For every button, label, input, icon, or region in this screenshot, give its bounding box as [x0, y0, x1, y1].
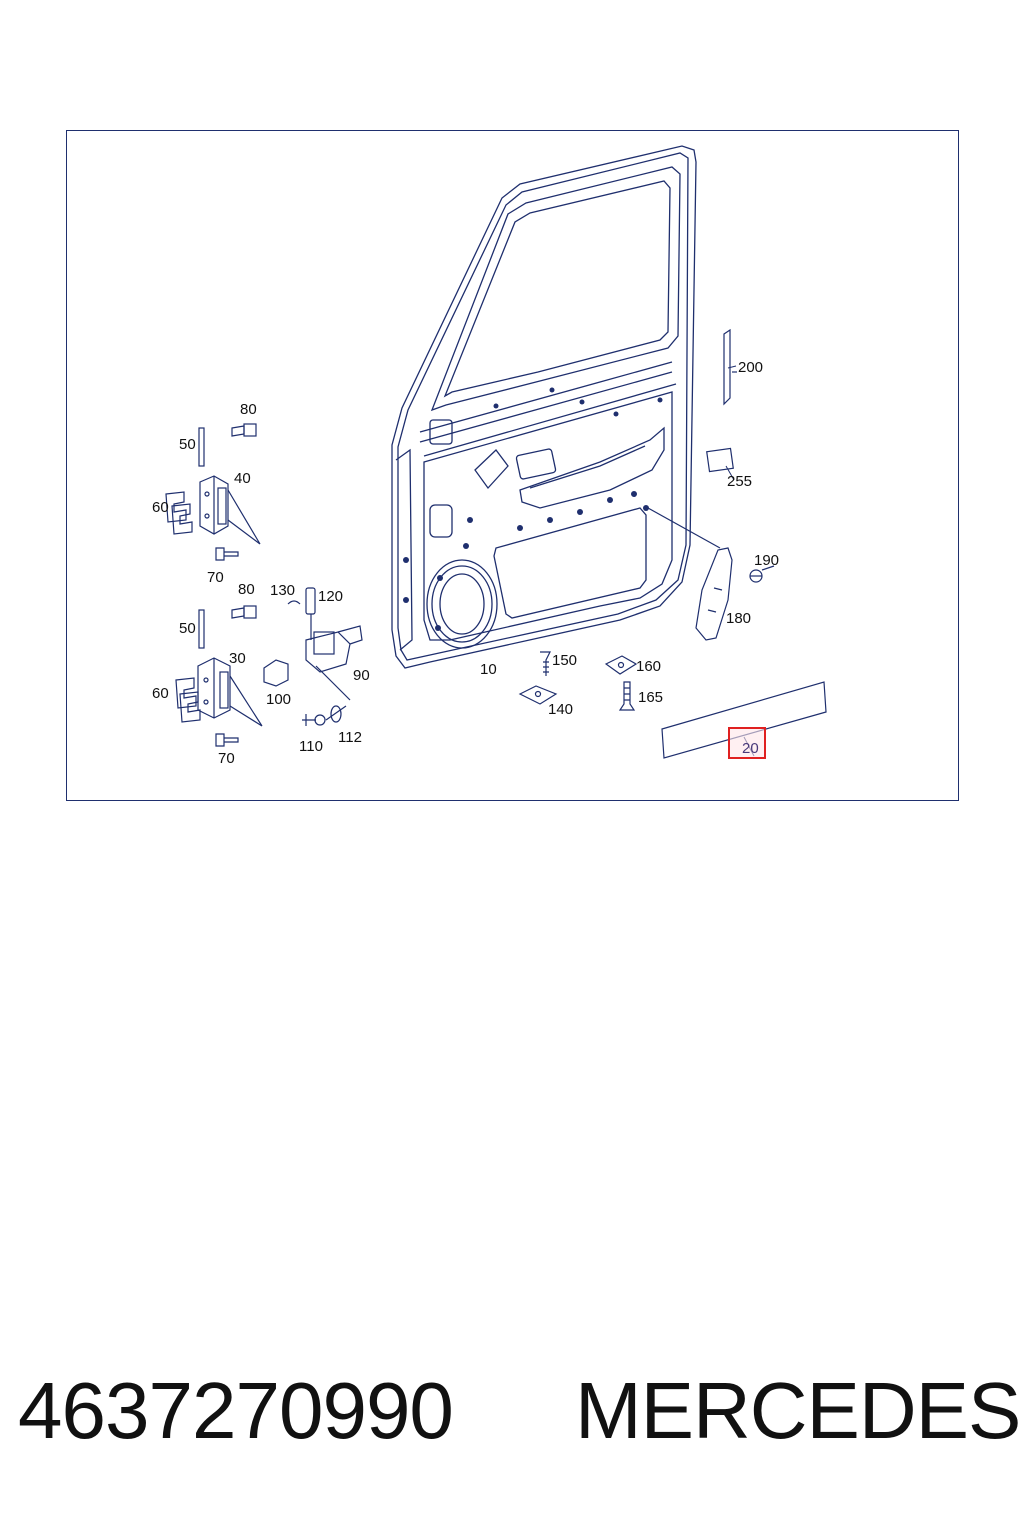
- part-180-bracket: [647, 507, 733, 641]
- label-120: 120: [318, 588, 343, 605]
- leader-lines: [725, 365, 755, 757]
- label-100: 100: [266, 691, 291, 708]
- upper-hinge-group: [165, 423, 261, 561]
- label-130: 130: [270, 582, 295, 599]
- part-200-strip: [723, 328, 737, 406]
- part-160-plate: [604, 655, 638, 675]
- label-165: 165: [638, 689, 663, 706]
- label-70-upper: 70: [207, 569, 224, 586]
- label-80-lower: 80: [238, 581, 255, 598]
- part-20-sill-strip: [661, 681, 827, 759]
- label-200: 200: [738, 359, 763, 376]
- label-60-upper: 60: [152, 499, 169, 516]
- label-50-upper: 50: [179, 436, 196, 453]
- part-number: 4637270990: [18, 1366, 454, 1455]
- part-255-pad: [706, 447, 734, 473]
- label-180: 180: [726, 610, 751, 627]
- label-150: 150: [552, 652, 577, 669]
- footer: 4637270990 MERCEDES: [0, 1365, 1024, 1475]
- highlight-box-20: [728, 727, 766, 759]
- part-150-screw: [540, 651, 551, 676]
- door-shell: [391, 145, 697, 669]
- label-255: 255: [727, 473, 752, 490]
- parts-diagram: 10 30 40 50 50 60 60 70 70 80 80 90 100 …: [152, 145, 827, 767]
- parts-diagram-frame: [66, 130, 959, 801]
- label-60-lower: 60: [152, 685, 169, 702]
- brand-name: MERCEDES: [575, 1366, 1021, 1455]
- label-20: 20: [742, 740, 759, 757]
- part-labels: 10 30 40 50 50 60 60 70 70 80 80 90 100 …: [152, 359, 779, 767]
- label-140: 140: [548, 701, 573, 718]
- part-165-bolt: [618, 681, 636, 711]
- label-190: 190: [754, 552, 779, 569]
- label-10: 10: [480, 661, 497, 678]
- part-140-plate: [518, 685, 558, 705]
- label-90: 90: [353, 667, 370, 684]
- lower-hinge-group: [175, 605, 263, 747]
- label-70-lower: 70: [218, 750, 235, 767]
- label-30: 30: [229, 650, 246, 667]
- label-50-lower: 50: [179, 620, 196, 637]
- part-190-nut: [749, 565, 775, 583]
- label-112: 112: [338, 729, 362, 746]
- door-check-group: [263, 587, 363, 726]
- label-160: 160: [636, 658, 661, 675]
- label-40: 40: [234, 470, 251, 487]
- label-80-upper: 80: [240, 401, 257, 418]
- label-110: 110: [299, 738, 323, 755]
